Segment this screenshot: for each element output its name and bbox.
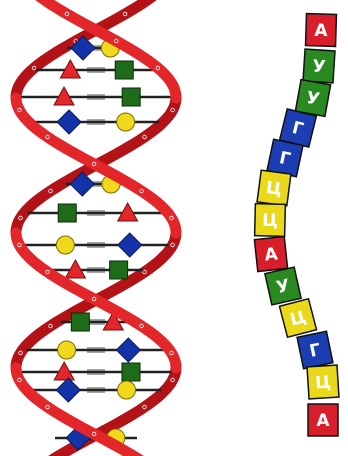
- rna-nucleotide: Ц: [279, 299, 316, 338]
- base-diamond: [56, 378, 80, 402]
- base-square: [122, 363, 140, 381]
- base-circle: [58, 341, 76, 359]
- base-circle: [117, 381, 135, 399]
- base-pair: [27, 338, 166, 362]
- rna-nucleotide: У: [265, 267, 301, 305]
- rna-nucleotide: Ц: [257, 170, 291, 206]
- base-square: [110, 261, 128, 279]
- rna-nucleotide: У: [303, 49, 335, 83]
- base-pair: [23, 233, 168, 257]
- rna-nucleotide-letter: Ц: [262, 211, 278, 231]
- rna-nucleotide-letter: У: [312, 57, 326, 78]
- base-pair: [33, 110, 160, 134]
- rna-nucleotide-letter: А: [314, 21, 329, 41]
- base-diamond: [116, 338, 140, 362]
- base-square: [71, 313, 89, 331]
- base-pair: [36, 60, 156, 79]
- base-square: [115, 61, 133, 79]
- rna-nucleotide: Г: [297, 331, 333, 368]
- rna-nucleotide: А: [308, 404, 338, 436]
- base-pair: [20, 87, 172, 106]
- base-square: [58, 204, 76, 222]
- base-diamond: [118, 233, 142, 257]
- rna-nucleotide: У: [295, 80, 330, 117]
- base-pair: [20, 362, 171, 381]
- dna-double-helix: [16, 0, 176, 456]
- base-circle: [117, 113, 135, 131]
- base-pair: [31, 378, 162, 402]
- rna-nucleotide: Ц: [255, 204, 286, 237]
- base-square: [122, 88, 140, 106]
- rna-nucleotide: А: [254, 236, 287, 271]
- rna-nucleotide: А: [306, 14, 337, 47]
- base-pair: [28, 203, 164, 222]
- base-circle: [56, 236, 74, 254]
- rna-nucleotide-letter: Ц: [265, 178, 283, 200]
- dna-base-pairs: [20, 36, 172, 450]
- base-diamond: [57, 110, 81, 134]
- rna-nucleotide-letter: Ц: [315, 373, 332, 394]
- rna-nucleotide-letter: А: [316, 411, 330, 431]
- rna-nucleotide: Ц: [307, 365, 339, 399]
